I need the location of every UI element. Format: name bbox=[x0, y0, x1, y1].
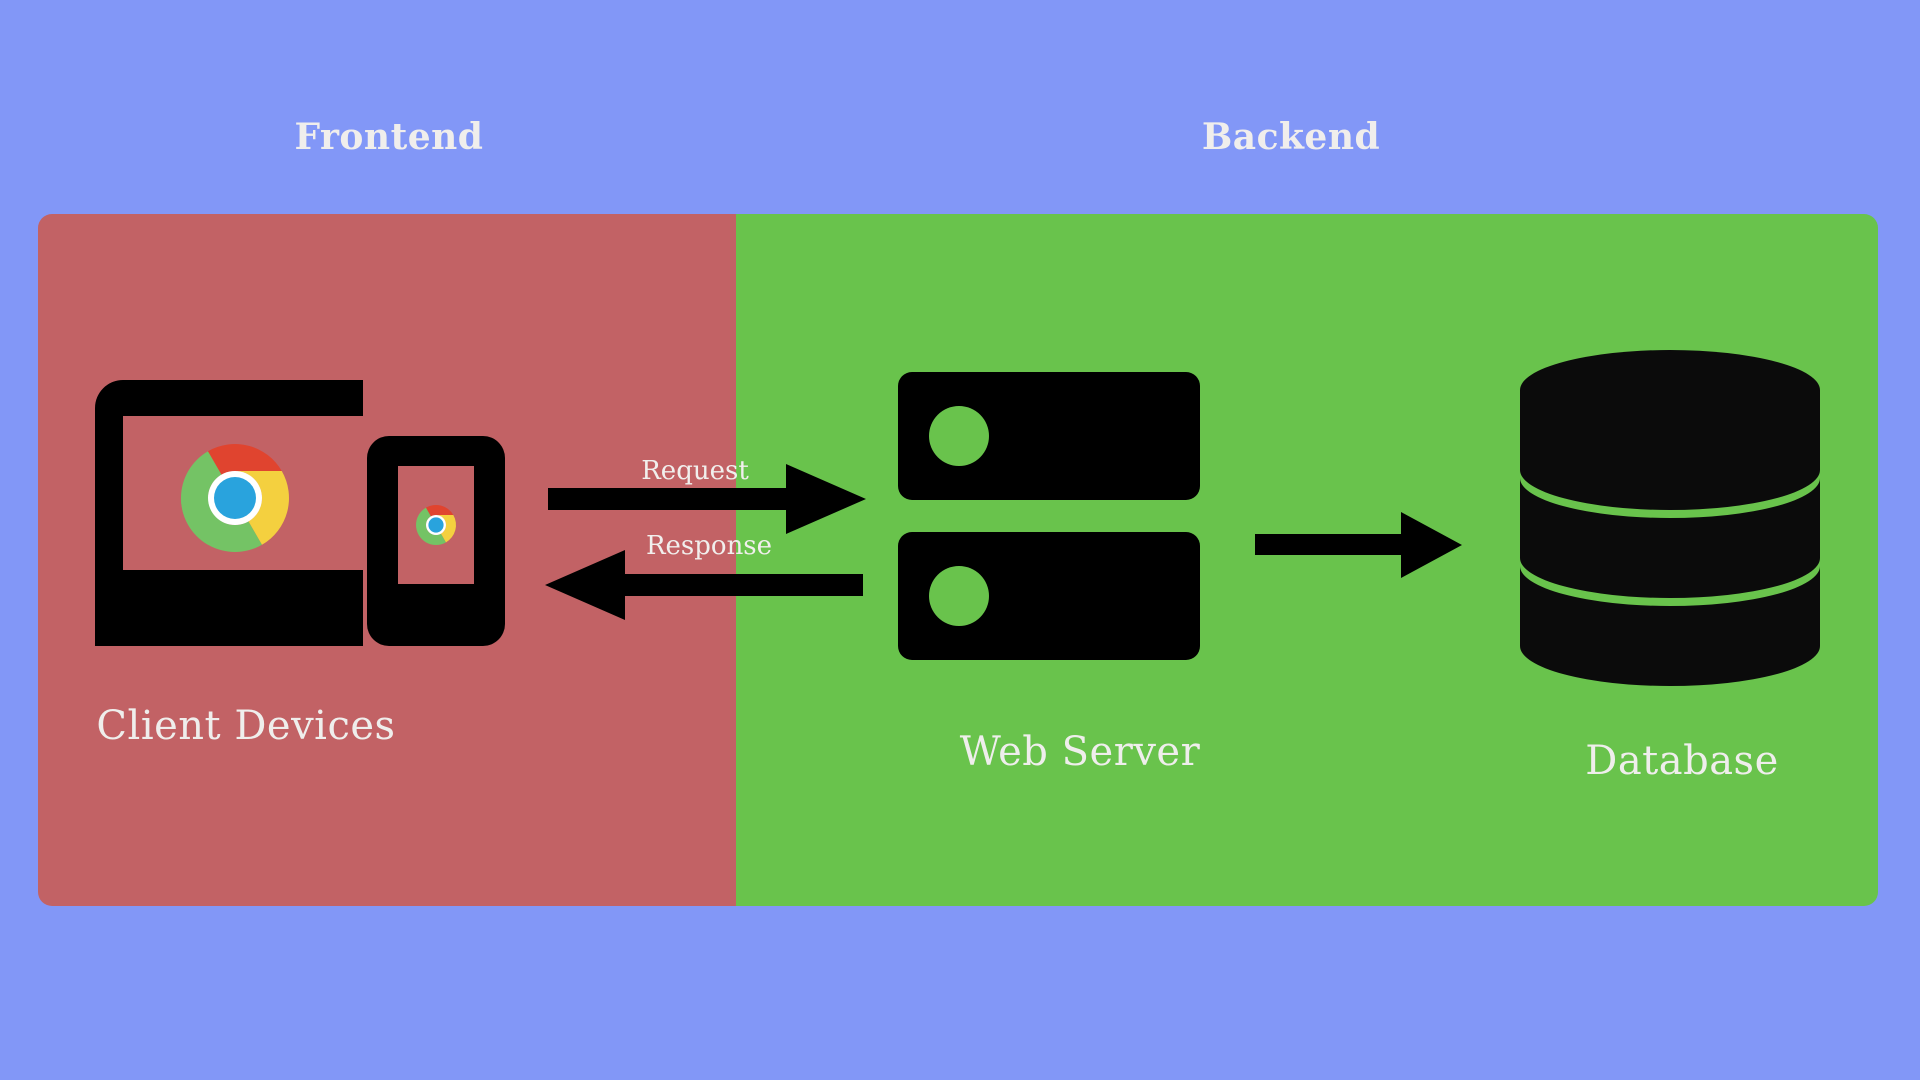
arrow-request bbox=[548, 464, 866, 534]
arrow-label-response: Response bbox=[645, 531, 773, 561]
arrow-server-to-database bbox=[1255, 512, 1462, 578]
database-cylinder-icon bbox=[1520, 350, 1820, 686]
arrow-response bbox=[545, 550, 863, 620]
node-client-devices[interactable] bbox=[77, 380, 505, 650]
laptop-icon bbox=[77, 380, 363, 646]
client-devices-icon-group bbox=[77, 380, 505, 646]
node-database[interactable] bbox=[1520, 350, 1820, 686]
node-label-database: Database bbox=[1585, 738, 1779, 784]
chrome-logo-icon bbox=[180, 444, 289, 552]
node-label-web-server: Web Server bbox=[959, 729, 1201, 775]
arrow-label-request: Request bbox=[641, 456, 749, 486]
chrome-logo-icon-small bbox=[416, 505, 456, 545]
node-label-client-devices: Client Devices bbox=[96, 703, 396, 749]
section-title-frontend: Frontend bbox=[294, 116, 484, 158]
server-rack-icon bbox=[898, 372, 1200, 660]
section-title-backend: Backend bbox=[1201, 116, 1381, 158]
node-web-server[interactable] bbox=[898, 372, 1200, 674]
